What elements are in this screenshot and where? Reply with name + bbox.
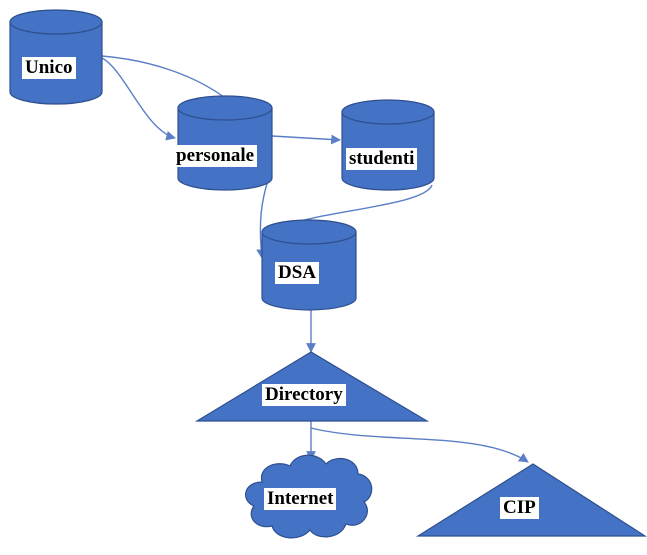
database-personale <box>177 95 273 191</box>
node-label-studenti: studenti <box>346 148 418 170</box>
node-label-cip: CIP <box>500 497 539 519</box>
connectors <box>101 55 529 463</box>
node-label-internet: Internet <box>264 488 337 510</box>
node-label-directory: Directory <box>262 384 346 406</box>
database-studenti <box>341 99 435 191</box>
edge-directory-cip <box>310 427 529 463</box>
node-label-unico: Unico <box>22 57 76 79</box>
node-label-dsa: DSA <box>275 262 320 284</box>
node-label-personale: personale <box>173 145 258 167</box>
edge-unico-personale-1 <box>101 57 176 141</box>
edge-personale-studenti <box>271 134 341 145</box>
edge-personale-dsa <box>256 179 269 259</box>
edge-unico-personale-2 <box>101 55 229 101</box>
